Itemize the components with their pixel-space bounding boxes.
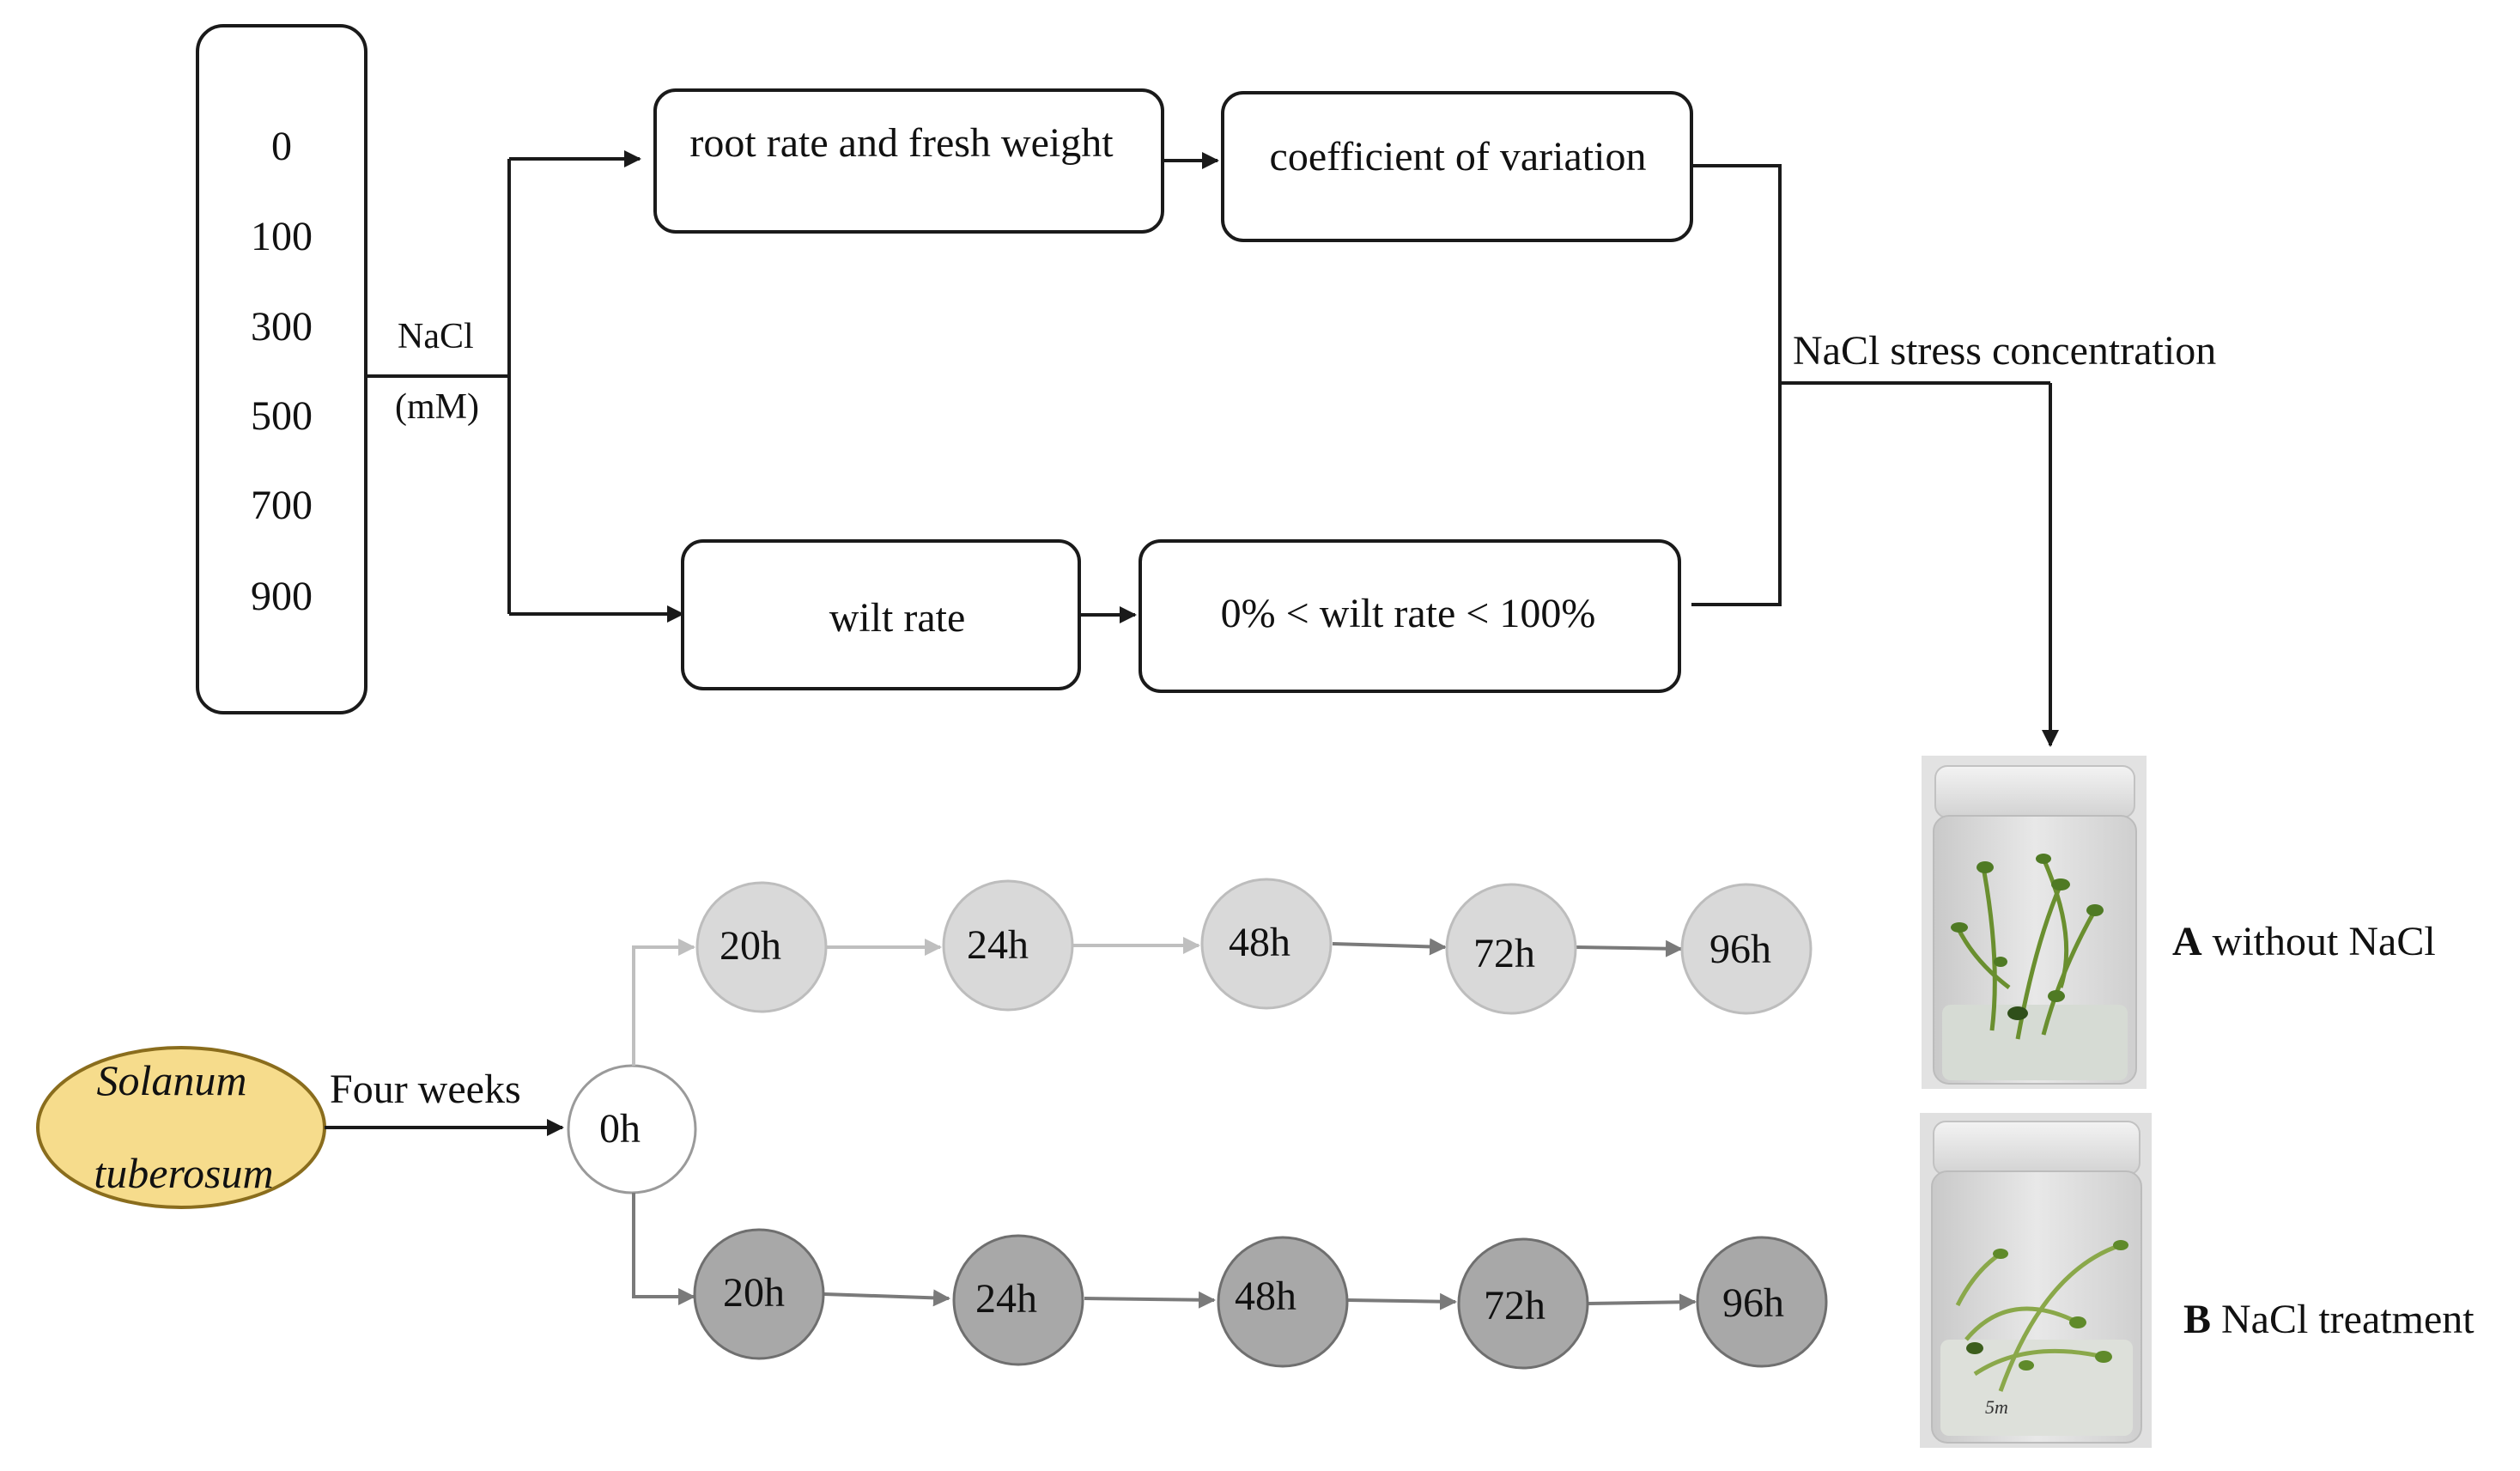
wilt-rate-box: wilt rate: [681, 539, 1081, 690]
root-rate-label: root rate and fresh weight: [689, 120, 1114, 166]
concentration-value: 900: [251, 574, 313, 619]
concentration-value: 700: [251, 483, 313, 528]
cv-box: coefficient of variation: [1221, 91, 1693, 242]
treatment-arrow: [1084, 1291, 1216, 1309]
concentration-list: 0 100 300 500 700 900: [251, 124, 313, 619]
treatment-node: 48h: [1217, 1236, 1349, 1368]
start-node: 0h: [567, 1064, 697, 1194]
control-node-label: 20h: [720, 923, 781, 969]
start-node-label: 0h: [599, 1106, 641, 1152]
treatment-arrow: [823, 1289, 950, 1307]
photo-b-caption: B NaCl treatment: [2183, 1297, 2474, 1342]
photo-b-text: NaCl treatment: [2211, 1297, 2474, 1342]
control-node-label: 24h: [967, 922, 1029, 968]
treatment-node: 72h: [1457, 1237, 1589, 1370]
photo-a-caption: A without NaCl: [2172, 919, 2436, 964]
treatment-timeline: 20h 24h 48h 72h 96h: [693, 1228, 1828, 1370]
control-node: 96h: [1680, 883, 1813, 1015]
species-node: Solanum tuberosum: [36, 1046, 326, 1209]
concentration-value: 100: [251, 214, 313, 259]
control-arrow: [1576, 939, 1683, 957]
plantlet-illustration: [1955, 857, 2098, 1040]
concentration-value: 500: [251, 393, 313, 439]
control-node: 48h: [1200, 878, 1333, 1010]
species-name-line1: Solanum: [97, 1056, 247, 1104]
control-arrow: [1332, 938, 1447, 956]
concentration-value: 300: [251, 304, 313, 350]
unit-label: (mM): [395, 387, 479, 427]
duration-label: Four weeks: [330, 1067, 521, 1112]
treatment-arrow: [1347, 1292, 1457, 1310]
wilt-range-label: 0% < wilt rate < 100%: [1221, 591, 1596, 636]
control-timeline: 20h 24h 48h 72h 96h: [695, 878, 1813, 1015]
control-node: 24h: [942, 879, 1074, 1012]
treatment-node: 96h: [1696, 1236, 1828, 1368]
control-node-label: 96h: [1709, 927, 1771, 972]
merge-connector: [1691, 164, 1782, 606]
treatment-node: 24h: [952, 1234, 1084, 1366]
wilt-range-box: 0% < wilt rate < 100%: [1139, 539, 1681, 693]
cv-label: coefficient of variation: [1270, 134, 1647, 179]
nacl-label: NaCl: [398, 317, 474, 356]
treatment-node: 20h: [693, 1228, 825, 1360]
treatment-node-label: 48h: [1235, 1273, 1296, 1319]
photo-a-text: without NaCl: [2202, 919, 2436, 964]
control-node-label: 48h: [1229, 920, 1290, 965]
photo-a-letter: A: [2172, 919, 2202, 964]
photo-without-nacl: [1922, 756, 2147, 1089]
photo-b-letter: B: [2183, 1297, 2211, 1342]
root-rate-box: root rate and fresh weight: [653, 88, 1164, 234]
treatment-node-label: 20h: [723, 1270, 785, 1316]
branch-to-treatment: [632, 1193, 695, 1305]
treatment-node-label: 24h: [975, 1276, 1037, 1322]
treatment-arrow: [1588, 1293, 1697, 1311]
control-node: 20h: [695, 881, 828, 1013]
species-name-line2: tuberosum: [94, 1149, 273, 1197]
treatment-node-label: 72h: [1484, 1283, 1545, 1328]
concentration-value: 0: [271, 124, 292, 169]
branch-to-control: [632, 939, 695, 1066]
wilt-rate-label: wilt rate: [829, 595, 966, 641]
control-node: 72h: [1445, 883, 1577, 1015]
treatment-node-label: 96h: [1722, 1280, 1784, 1326]
concentration-box: 0 100 300 500 700 900: [196, 24, 367, 714]
control-node-label: 72h: [1473, 931, 1535, 976]
stress-concentration-label: NaCl stress concentration: [1793, 328, 2216, 374]
photo-b-jar-text: 5m: [1985, 1396, 2008, 1418]
photo-nacl-treatment: 5m: [1920, 1113, 2152, 1448]
